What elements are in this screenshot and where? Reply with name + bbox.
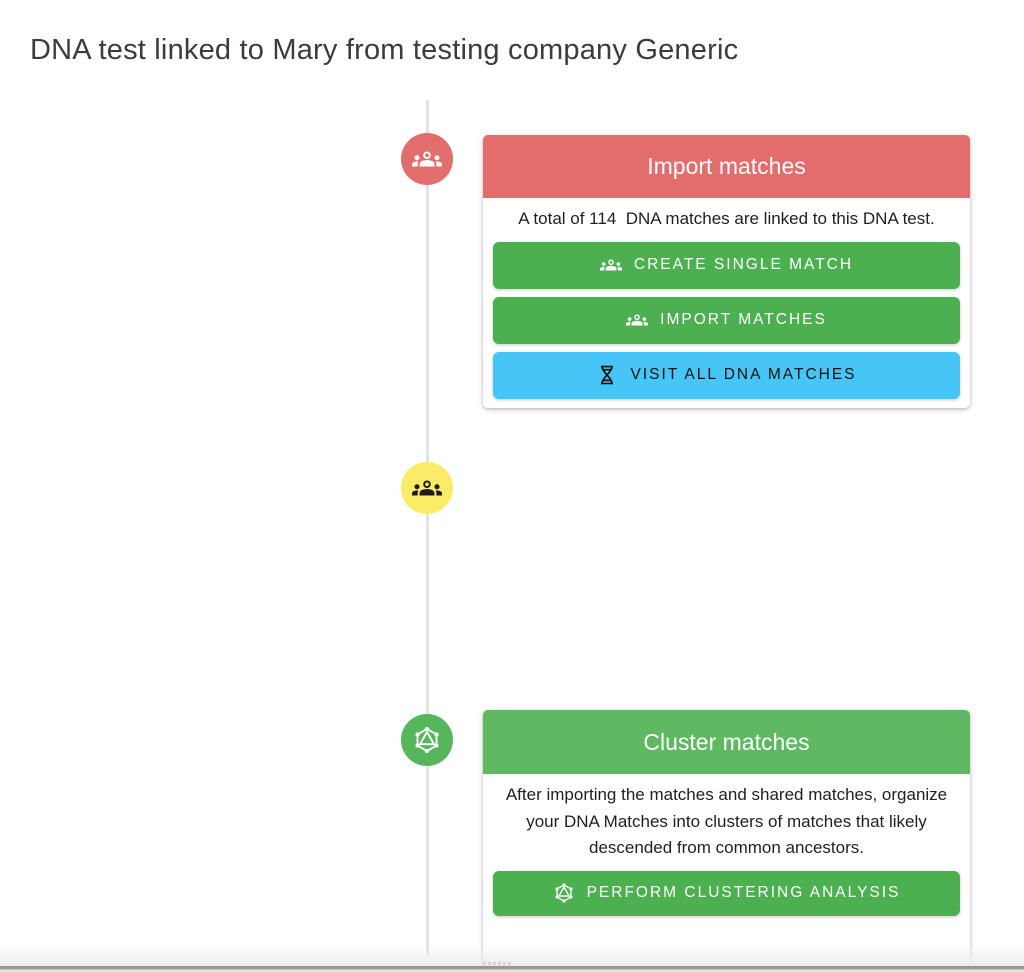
page-title: DNA test linked to Mary from testing com… (30, 34, 739, 66)
window-bottom-edge-highlight (0, 969, 1024, 972)
import-matches-card-title: Import matches (647, 153, 806, 179)
import-matches-actions: CREATE SINGLE MATCH IMPORT MATCHES VISIT… (483, 233, 970, 408)
dna-icon (601, 365, 614, 385)
groups-icon (412, 151, 442, 167)
perform-clustering-analysis-label: PERFORM CLUSTERING ANALYSIS (586, 884, 901, 901)
visit-all-dna-matches-label: VISIT ALL DNA MATCHES (630, 366, 857, 383)
groups-icon (599, 259, 622, 271)
import-matches-label: IMPORT MATCHES (660, 311, 827, 328)
timeline-node-import (401, 133, 453, 185)
import-matches-button[interactable]: IMPORT MATCHES (493, 296, 960, 344)
import-matches-description: A total of 114 DNA matches are linked to… (518, 209, 935, 228)
cluster-matches-card-title: Cluster matches (643, 728, 810, 755)
import-matches-card-header: Import matches (483, 135, 970, 198)
timeline-line (426, 100, 429, 956)
cluster-matches-card-header: Cluster matches (483, 710, 970, 774)
visit-all-dna-matches-button[interactable]: VISIT ALL DNA MATCHES (493, 351, 960, 399)
window-bottom-edge (0, 966, 1024, 969)
groups-icon (626, 314, 649, 326)
cluster-graph-icon (414, 725, 440, 755)
create-single-match-button[interactable]: CREATE SINGLE MATCH (493, 241, 960, 289)
groups-icon (412, 480, 442, 496)
cluster-matches-actions: PERFORM CLUSTERING ANALYSIS (483, 862, 970, 925)
cluster-graph-icon (554, 882, 573, 904)
perform-clustering-analysis-button[interactable]: PERFORM CLUSTERING ANALYSIS (493, 870, 960, 916)
timeline-node-cluster (401, 714, 453, 766)
timeline-node-matches (401, 462, 453, 514)
create-single-match-label: CREATE SINGLE MATCH (633, 256, 854, 273)
cluster-matches-card: Cluster matches After importing the matc… (483, 710, 970, 972)
cluster-matches-description: After importing the matches and shared m… (505, 785, 948, 857)
import-matches-card: Import matches A total of 114 DNA matche… (483, 135, 970, 408)
